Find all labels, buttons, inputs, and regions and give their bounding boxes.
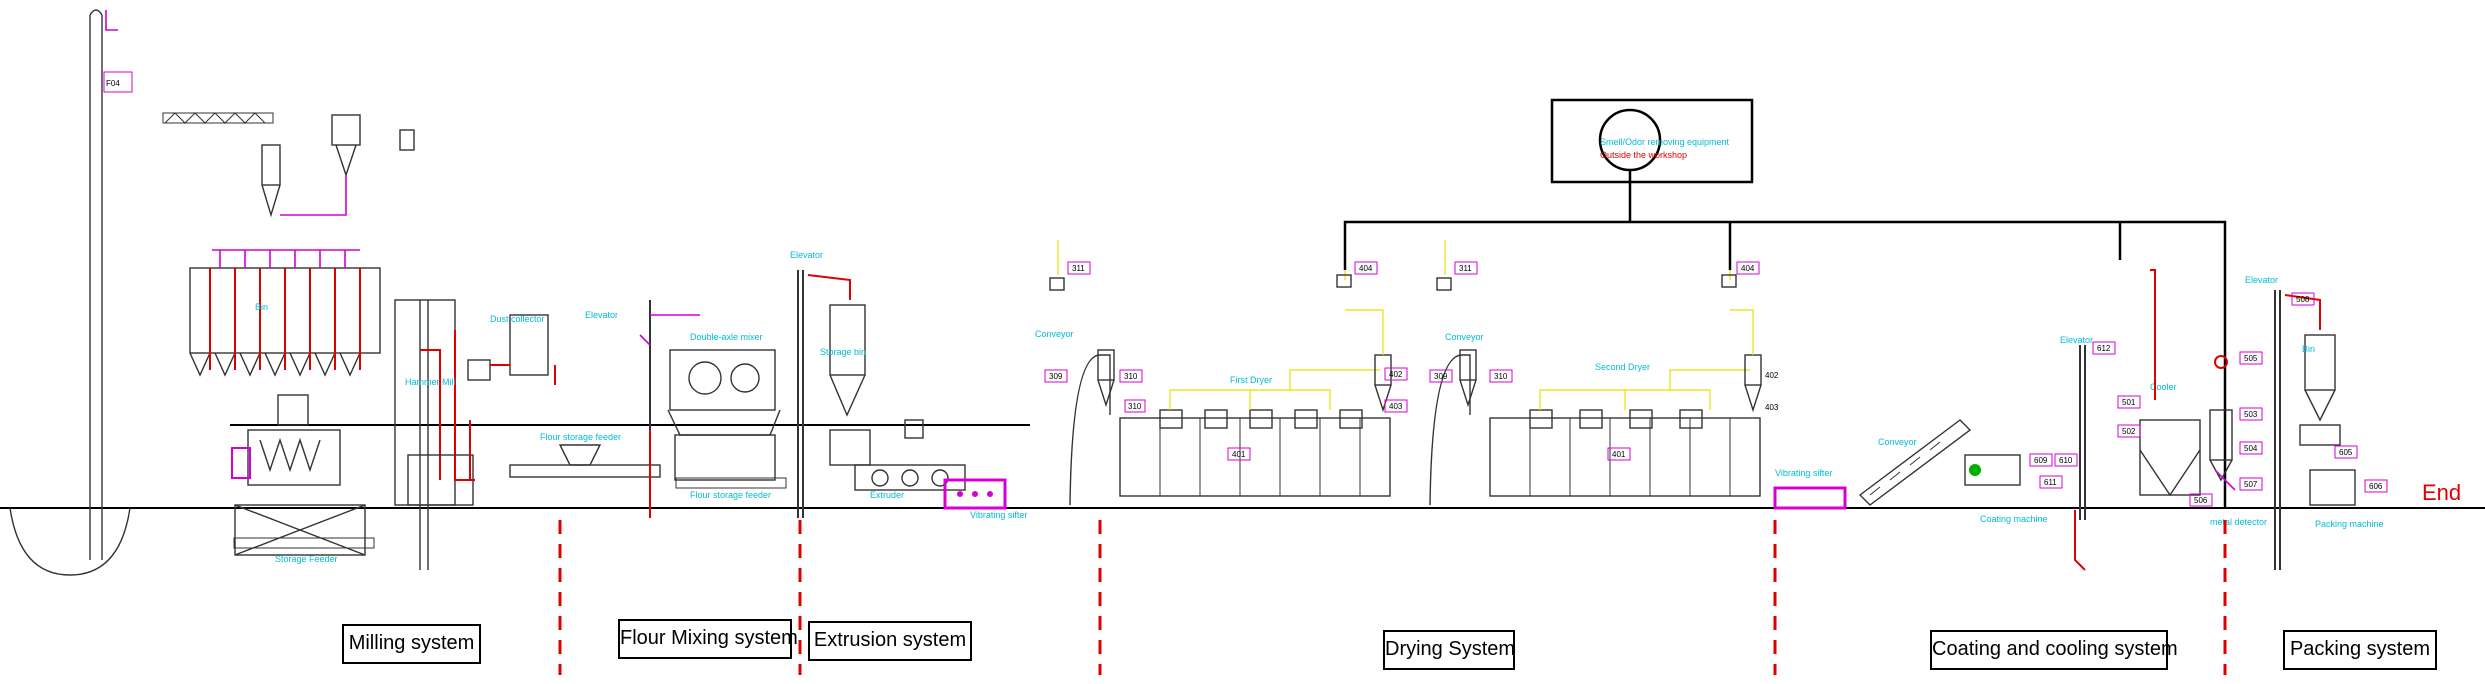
system-label-drying: Drying System: [1383, 630, 1515, 670]
tag-309a: 309: [1049, 372, 1063, 381]
tag-502: 502: [2122, 427, 2136, 436]
screw-conveyor-top: [162, 112, 274, 124]
system-label-milling: Milling system: [342, 624, 481, 664]
flour-feeder-1: Flour storage feeder: [509, 432, 661, 478]
system-label-packing: Packing system: [2283, 630, 2437, 670]
first-dryer: Conveyor First Dryer: [1035, 240, 1392, 506]
tag-605: 605: [2339, 448, 2353, 457]
tag-404a: 404: [1359, 264, 1373, 273]
elevator-label-3: Elevator: [2060, 335, 2093, 345]
tag-504: 504: [2244, 444, 2258, 453]
elevator-label-1: Elevator: [585, 310, 618, 320]
extrusion-equipment: Elevator Storage bin Extruder Vibrating …: [790, 250, 1027, 520]
cooler-label: Cooler: [2150, 382, 2177, 392]
conveyor-label-1: Conveyor: [1035, 329, 1074, 339]
elevator-label-2: Elevator: [790, 250, 823, 260]
tag-312a: 310: [1128, 402, 1142, 411]
tag-501: 501: [2122, 398, 2136, 407]
packing-machine-label: Packing machine: [2315, 519, 2384, 529]
equipment-tags: 311 309 310 310 404 402 403 401 311 309 …: [1044, 261, 2388, 507]
tag-612: 612: [2097, 344, 2111, 353]
mixer-label: Double-axle mixer: [690, 332, 763, 342]
bucket-elevator-tags: F04: [103, 10, 133, 93]
system-label-flour-mixing: Flour Mixing system: [618, 619, 798, 659]
second-dryer: Conveyor Second Dryer: [1429, 240, 1762, 506]
tag-310a: 310: [1124, 372, 1138, 381]
hammer-mill-label: Hammer Mill: [405, 377, 456, 387]
tag-610: 610: [2059, 456, 2073, 465]
mixer-hopper: Storage Feeder: [231, 394, 375, 564]
system-dividers: [558, 520, 2227, 675]
tag-f04: F04: [106, 79, 120, 88]
intake-pit: [9, 9, 131, 576]
tag-505: 505: [2244, 354, 2258, 363]
conveyor-label-2: Conveyor: [1445, 332, 1484, 342]
odor-line1: Smell/Odor removing equipment: [1600, 137, 1730, 147]
bin-label: Bin: [255, 302, 268, 312]
flour-mixing-equipment: Elevator Double-axle mixer Flour storage…: [585, 300, 787, 518]
first-dryer-label: First Dryer: [1230, 375, 1272, 385]
tag-507: 507: [2244, 480, 2258, 489]
packing-equipment: Elevator Bin Packing machine: [2245, 275, 2384, 570]
hammer-mill-tower: Hammer Mill: [394, 299, 475, 570]
tag-311a: 311: [1072, 264, 1085, 273]
tag-402a: 402: [1389, 370, 1403, 379]
tag-611: 611: [2044, 478, 2057, 487]
tag-310b: 310: [1494, 372, 1508, 381]
flour-storage-feeder-2-label: Flour storage feeder: [690, 490, 771, 500]
tag-503: 503: [2244, 410, 2258, 419]
metal-detector-label: metal detector: [2210, 517, 2267, 527]
packing-bin-label: Bin: [2302, 344, 2315, 354]
extruder-label: Extruder: [870, 490, 904, 500]
end-label: End: [2422, 480, 2461, 505]
second-dryer-label: Second Dryer: [1595, 362, 1650, 372]
tag-403b: 403: [1765, 403, 1779, 412]
tag-403a: 403: [1389, 402, 1403, 411]
coating-cooling-equipment: Vibrating sifter Conveyor Coating machin…: [1773, 269, 2267, 571]
vibrating-sifter-2-label: Vibrating sifter: [1775, 468, 1832, 478]
tag-401b: 401: [1612, 450, 1626, 459]
system-label-coating-cooling: Coating and cooling system: [1930, 630, 2178, 670]
cyclones-top: [261, 114, 415, 218]
dust-collector: Dust collector: [467, 314, 556, 385]
tag-404b: 404: [1741, 264, 1755, 273]
tag-401a: 401: [1232, 450, 1246, 459]
tag-402b: 402: [1765, 371, 1779, 380]
system-label-extrusion: Extrusion system: [808, 621, 972, 661]
storage-feeder-label: Storage Feeder: [275, 554, 338, 564]
tag-508: 508: [2296, 295, 2310, 304]
tag-309b: 309: [1434, 372, 1448, 381]
tag-606: 606: [2369, 482, 2383, 491]
tag-506: 506: [2194, 496, 2208, 505]
storage-bin-label: Storage bin: [820, 347, 866, 357]
conveyor-label-3: Conveyor: [1878, 437, 1917, 447]
elevator-label-4: Elevator: [2245, 275, 2278, 285]
coating-machine-label: Coating machine: [1980, 514, 2048, 524]
odor-removal-unit: Smell/Odor removing equipment Outside th…: [1343, 98, 2227, 508]
tag-609: 609: [2034, 456, 2048, 465]
tag-311b: 311: [1459, 264, 1472, 273]
dust-collector-label: Dust collector: [490, 314, 545, 324]
bin-rack: Bin: [189, 249, 381, 377]
vibrating-sifter-1-label: Vibrating sifter: [970, 510, 1027, 520]
flour-storage-feeder-label: Flour storage feeder: [540, 432, 621, 442]
odor-line2: Outside the workshop: [1600, 150, 1687, 160]
